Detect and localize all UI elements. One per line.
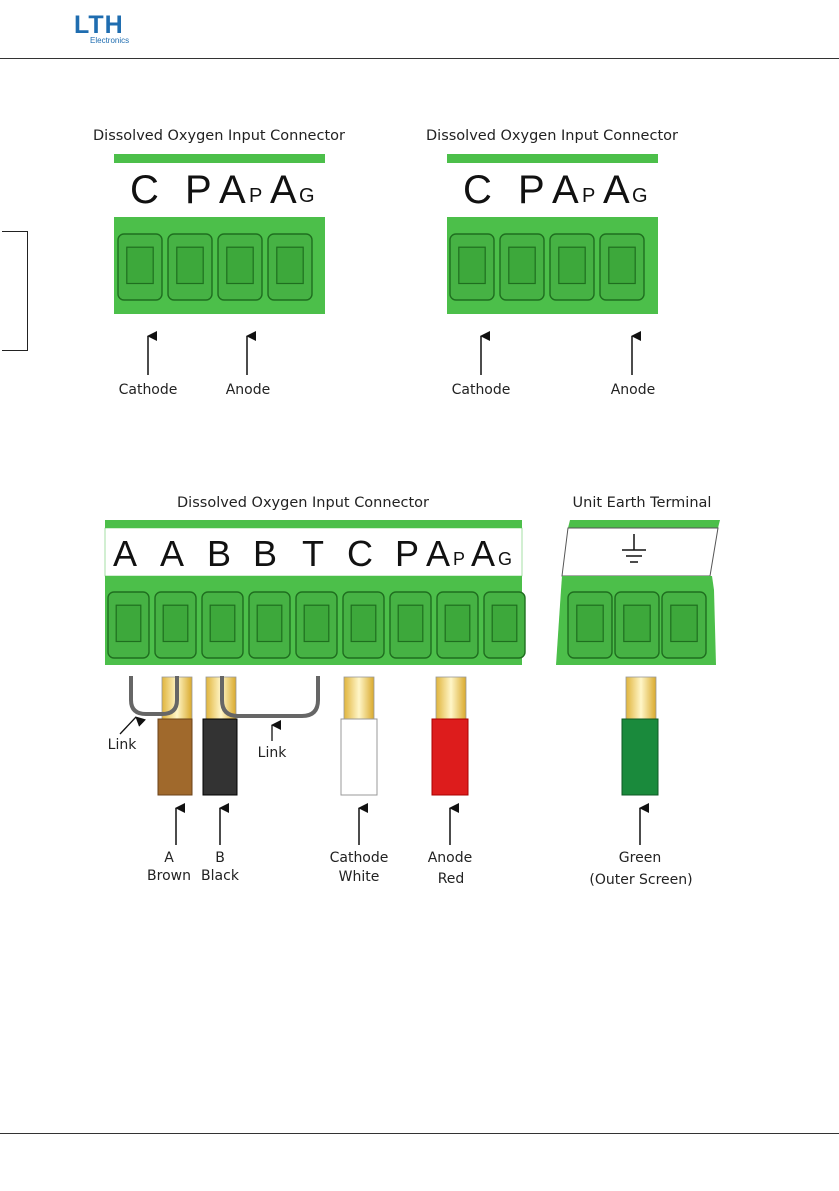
connector-top-left-title: Dissolved Oxygen Input Connector: [93, 128, 345, 144]
terminal-mid-strip: [105, 576, 522, 590]
pin-label: B: [207, 533, 231, 574]
wire-label-line2: Brown: [147, 868, 191, 884]
pin-label: P: [518, 168, 545, 212]
pin-sub-label: G: [498, 549, 512, 569]
terminal-screw-inner: [227, 247, 253, 283]
connector-top-right-title: Dissolved Oxygen Input Connector: [426, 128, 678, 144]
wire-brown: [158, 719, 192, 795]
anode-label: Anode: [226, 382, 271, 398]
wire-black: [203, 719, 237, 795]
wire-label-line1: B: [215, 850, 225, 866]
pin-label: A: [603, 168, 630, 212]
wire-white: [341, 719, 377, 795]
link-arrow-left: [120, 717, 136, 734]
terminal-top-strip: [568, 520, 720, 528]
terminal-top-strip: [114, 154, 325, 163]
earth-terminal: Unit Earth Terminal Green (Outer Screen): [556, 495, 720, 888]
terminal-screw-inner: [459, 247, 485, 283]
pin-label: A: [270, 168, 297, 212]
terminal-screw-inner: [509, 247, 535, 283]
terminal-screw-inner: [624, 605, 650, 641]
earth-terminal-title: Unit Earth Terminal: [573, 495, 712, 511]
anode-label: Anode: [611, 382, 656, 398]
wire-label-line2: Red: [438, 871, 465, 887]
wire-label-line1: A: [164, 850, 174, 866]
pin-label: C: [130, 168, 159, 212]
terminal-top-strip: [447, 154, 658, 163]
terminal-screw-inner: [257, 605, 282, 641]
pin-label: C: [347, 533, 373, 574]
terminal-screw-inner: [492, 605, 517, 641]
pin-label: A: [426, 533, 450, 574]
pin-label: A: [219, 168, 246, 212]
connector-top-left: Dissolved Oxygen Input Connector C P A P…: [93, 128, 345, 398]
pin-label: P: [185, 168, 212, 212]
cathode-label: Cathode: [452, 382, 511, 398]
terminal-label-strip: [562, 528, 718, 576]
pin-label: A: [552, 168, 579, 212]
pin-sub-label: G: [299, 185, 315, 207]
wire-label-line2: White: [339, 869, 380, 885]
terminal-mid-strip: [561, 576, 714, 590]
wire-label-line2: (Outer Screen): [589, 872, 692, 888]
terminal-mid-strip: [447, 217, 658, 232]
pin-label: A: [113, 533, 137, 574]
wire-tip: [626, 677, 656, 722]
wire-label-line2: Black: [201, 868, 240, 884]
terminal-screw-inner: [671, 605, 697, 641]
terminal-top-strip: [105, 520, 522, 528]
terminal-screw-inner: [127, 247, 153, 283]
terminal-screw-inner: [609, 247, 635, 283]
terminal-screw-inner: [277, 247, 303, 283]
wire-label-line1: Cathode: [330, 850, 389, 866]
terminal-screw-inner: [577, 605, 603, 641]
terminal-screw-inner: [163, 605, 188, 641]
pin-label: C: [463, 168, 492, 212]
cathode-label: Cathode: [119, 382, 178, 398]
pin-label: P: [395, 533, 419, 574]
terminal-screw-inner: [445, 605, 470, 641]
wire-red: [432, 719, 468, 795]
terminal-screw-inner: [210, 605, 235, 641]
terminal-screw-inner: [351, 605, 376, 641]
wire-green: [622, 719, 658, 795]
link-label-right: Link: [258, 745, 288, 761]
terminal-screw-inner: [398, 605, 423, 641]
link-label-left: Link: [108, 737, 138, 753]
terminal-screw-inner: [116, 605, 141, 641]
pin-sub-label: G: [632, 185, 648, 207]
terminal-screw-inner: [559, 247, 585, 283]
pin-label: A: [160, 533, 184, 574]
wire-tip: [436, 677, 466, 722]
terminal-mid-strip: [114, 217, 325, 232]
connector-bottom-title: Dissolved Oxygen Input Connector: [177, 495, 429, 511]
terminal-screw-inner: [304, 605, 329, 641]
wire-tip: [344, 677, 374, 722]
pin-sub-label: P: [582, 185, 595, 207]
connector-top-right: Dissolved Oxygen Input Connector C P A P…: [426, 128, 678, 398]
pin-label: A: [471, 533, 495, 574]
pin-sub-label: P: [453, 549, 465, 569]
connector-bottom: Dissolved Oxygen Input Connector A A B B…: [105, 495, 525, 887]
pin-label: T: [302, 533, 324, 574]
pin-label: B: [253, 533, 277, 574]
wire-label-line1: Anode: [428, 850, 473, 866]
terminal-screw-inner: [177, 247, 203, 283]
wire-label-line1: Green: [619, 850, 661, 866]
pin-sub-label: P: [249, 185, 262, 207]
